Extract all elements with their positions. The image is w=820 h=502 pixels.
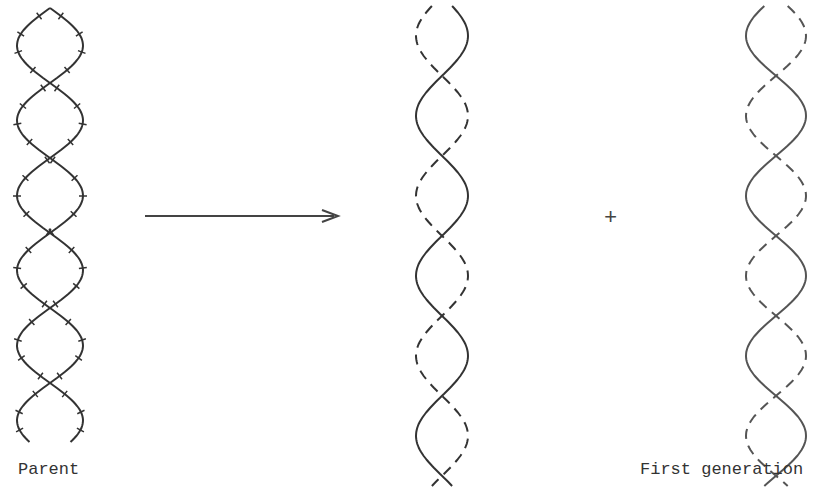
reaction-arrow (145, 215, 334, 217)
old-strand (416, 6, 468, 486)
parent-helix (13, 8, 87, 442)
old-strand (746, 6, 806, 486)
arrow-head (322, 210, 338, 222)
plus-sign: + (604, 206, 617, 232)
parent-strand (17, 8, 83, 442)
parent-strand (17, 8, 83, 442)
daughter-helix (746, 6, 806, 486)
new-strand (746, 6, 806, 486)
daughter-helix (416, 6, 468, 486)
new-strand (416, 6, 468, 486)
strand-ticks (13, 13, 87, 432)
stage-label: Parent (18, 460, 79, 480)
stage-label: First generation (640, 460, 803, 480)
strand-ticks (13, 13, 87, 432)
